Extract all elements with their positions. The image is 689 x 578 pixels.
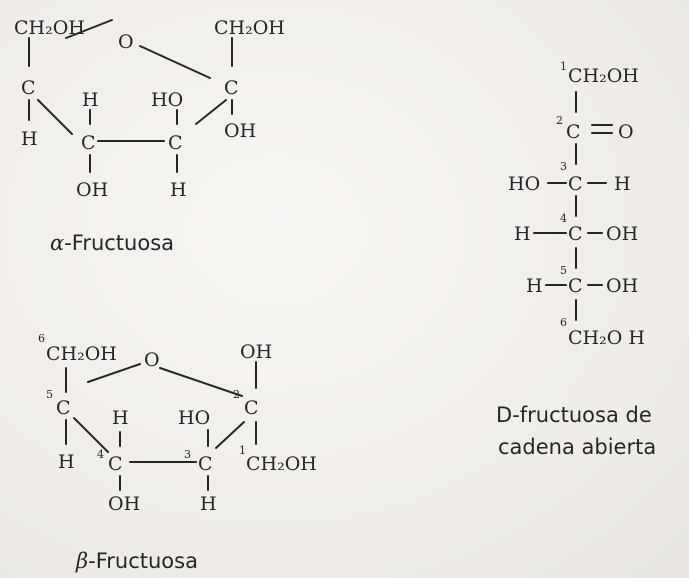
alpha-oh-c4: OH [76,179,108,201]
alpha-oh-right: OH [224,120,256,142]
alpha-caption-text: -Fructuosa [64,231,174,255]
alpha-h-left: H [21,128,38,150]
beta-ho-c3: HO [178,407,210,429]
open-h-c4: H [514,223,531,245]
beta-label-2: 2 [233,388,240,401]
alpha-h-c4-top: H [82,89,99,111]
open-caption-line1: D-fructuosa de [496,403,652,427]
open-label-2: 2 [556,114,563,127]
alpha-ho-c3: HO [151,89,183,111]
bond [87,363,141,383]
beta-h-c3: H [200,493,217,515]
alpha-ch2oh-right: CH₂OH [214,17,285,39]
beta-label-4: 4 [97,448,104,461]
alpha-caption: α-Fructuosa [50,231,174,255]
bond [37,99,73,135]
bond [139,45,211,79]
bond [73,417,109,453]
beta-carbon-5: C [56,397,71,419]
beta-h-c4-top: H [112,407,129,429]
open-caption-line2: cadena abierta [498,435,656,459]
open-oh-c5: OH [606,275,638,297]
open-label-1: 1 [560,60,567,73]
beta-ch2oh-top: CH₂OH [46,343,117,365]
open-label-3: 3 [560,160,567,173]
alpha-ring-oxygen: O [118,31,134,53]
open-carbon-2: C [566,121,581,143]
bond [195,99,227,125]
open-carbon-3: C [568,173,583,195]
open-label-4: 4 [560,212,567,225]
open-ho-c3: HO [508,173,540,195]
alpha-ch2oh-left: CH₂OH [14,17,85,39]
beta-label-1: 1 [239,444,246,457]
beta-carbon-3: C [198,453,213,475]
open-chain-fructose-structure: 1 2 3 4 5 6 CH₂OH C O HO C H H C OH H C … [496,60,656,459]
open-label-6: 6 [560,316,567,329]
beta-carbon-4: C [108,453,123,475]
open-label-5: 5 [560,264,567,277]
alpha-greek-letter: α [50,231,64,255]
bond [159,367,243,397]
beta-h-c5: H [58,451,75,473]
open-c6-group: CH₂O H [568,327,645,349]
beta-carbon-2: C [244,397,259,419]
beta-label-6: 6 [38,332,45,345]
beta-ring-oxygen: O [144,349,160,371]
alpha-carbon-3: C [168,132,183,154]
open-carbon-5: C [568,275,583,297]
beta-caption-text: -Fructuosa [88,549,198,573]
alpha-carbon-4: C [81,132,96,154]
beta-caption: β-Fructuosa [75,549,198,573]
beta-oh-top: OH [240,341,272,363]
bond [65,19,113,39]
alpha-h-c3: H [170,179,187,201]
open-oh-c4: OH [606,223,638,245]
open-double-bond-oxygen: O [618,121,634,143]
beta-label-5: 5 [46,388,53,401]
open-h-c3: H [614,173,631,195]
beta-ch2oh-c1: CH₂OH [246,453,317,475]
bond [215,421,245,449]
beta-oh-c4: OH [108,493,140,515]
beta-fructose-structure: 6 5 4 3 2 1 CH₂OH O OH C H HO C H C C CH… [38,332,317,573]
open-c1-group: CH₂OH [568,65,639,87]
alpha-fructose-structure: CH₂OH O CH₂OH C H HO C H C C OH OH H α-F… [14,17,285,255]
open-h-c5: H [526,275,543,297]
alpha-carbon-left: C [21,77,36,99]
open-carbon-4: C [568,223,583,245]
beta-label-3: 3 [184,448,191,461]
beta-greek-letter: β [75,549,88,573]
alpha-carbon-right: C [224,77,239,99]
